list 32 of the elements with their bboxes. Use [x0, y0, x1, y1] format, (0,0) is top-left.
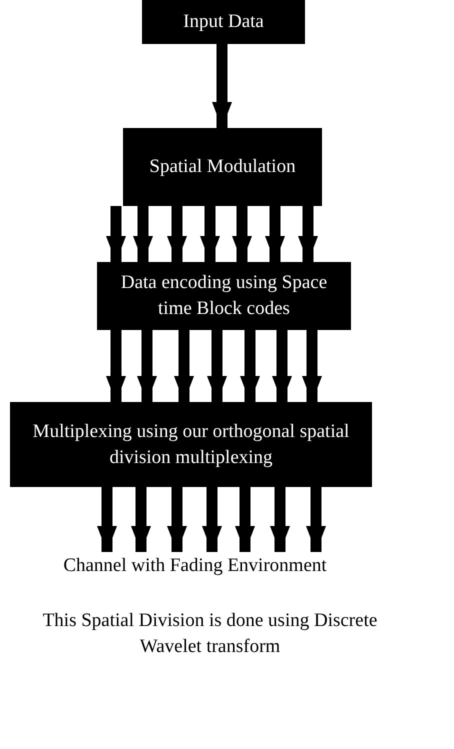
arrow — [137, 330, 157, 402]
arrow — [174, 330, 194, 402]
process-box — [142, 0, 305, 44]
arrow — [240, 330, 260, 402]
arrow — [232, 206, 252, 262]
process-box — [97, 262, 351, 330]
arrow — [306, 487, 326, 552]
node-label: Channel with Fading Environment — [62, 554, 328, 578]
note-text: This Spatial Division is done using Discrete Wavelet transform — [42, 609, 378, 659]
arrow — [272, 330, 292, 402]
box-text: Multiplexing using our orthogonal spatial division multiplexing — [32, 420, 350, 470]
arrow — [106, 330, 126, 402]
arrow — [235, 487, 255, 552]
arrow — [212, 44, 232, 128]
arrow — [270, 487, 290, 552]
box-text: Data encoding using Space time Block codes — [120, 271, 328, 321]
arrow — [298, 206, 318, 262]
box-text: Input Data — [182, 10, 265, 34]
process-box — [123, 128, 322, 206]
arrow — [133, 206, 153, 262]
arrow — [200, 206, 220, 262]
arrow — [97, 487, 117, 552]
arrow — [106, 206, 126, 262]
arrow — [302, 330, 322, 402]
box-text: Spatial Modulation — [148, 155, 297, 179]
arrow — [207, 330, 227, 402]
arrow — [167, 206, 187, 262]
process-box — [10, 402, 372, 487]
arrow — [265, 206, 285, 262]
arrow — [202, 487, 222, 552]
arrow — [131, 487, 151, 552]
arrow — [167, 487, 187, 552]
